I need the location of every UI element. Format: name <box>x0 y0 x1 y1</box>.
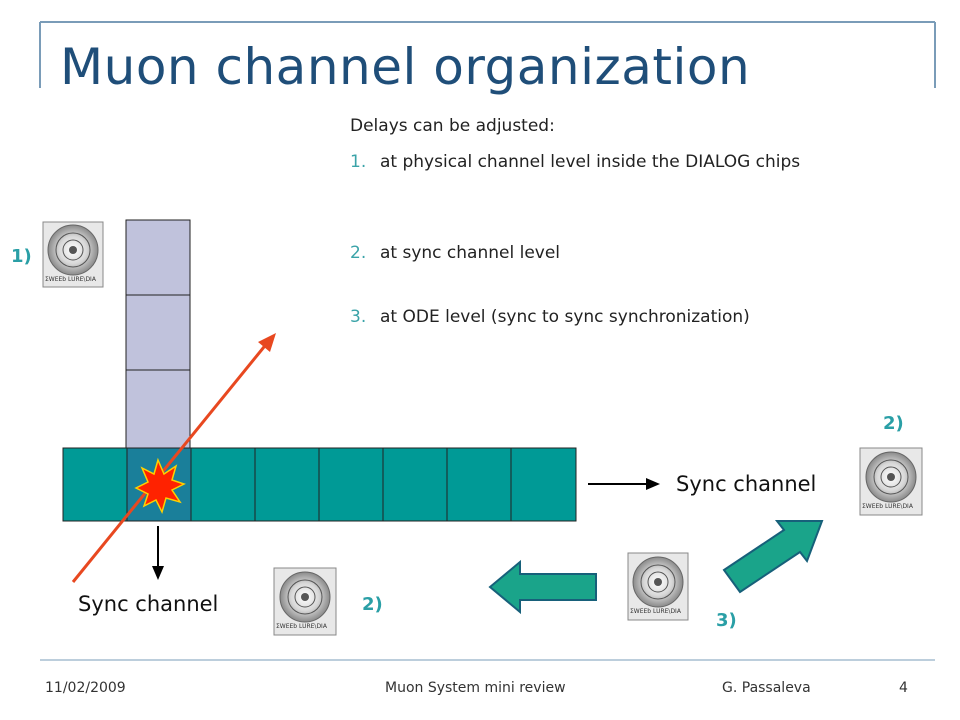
column-cell <box>125 294 191 371</box>
label-two-bottom: 2) <box>362 594 383 615</box>
row-cell <box>62 447 128 522</box>
chip-center <box>301 593 309 601</box>
chip-caption: ΣWEEb LURE\DIA <box>862 503 913 510</box>
chip-center <box>887 473 895 481</box>
chip-caption: ΣWEEb LURE\DIA <box>630 608 681 615</box>
column-cell <box>125 219 191 296</box>
row-cell <box>510 447 577 522</box>
delay-chip-icon <box>42 221 104 288</box>
row-cell <box>382 447 448 522</box>
chip-ring <box>55 232 91 268</box>
ode-left-arrow-icon <box>488 559 597 615</box>
physical-channel-column <box>125 219 191 449</box>
list-number: 3. <box>350 307 367 327</box>
column-cell <box>125 369 191 449</box>
delay-chip-icon <box>273 567 337 636</box>
delay-chip-icon <box>859 447 923 516</box>
chip-ring <box>640 564 676 600</box>
muon-track <box>71 341 270 583</box>
hit-burst-icon <box>134 457 186 515</box>
list-number: 1. <box>350 152 367 172</box>
row-cell <box>190 447 256 522</box>
chip-ring <box>647 571 669 593</box>
muon-track-arrowhead <box>258 333 276 352</box>
slide-title: Muon channel organization <box>60 38 751 96</box>
footer-author: G. Passaleva <box>722 680 811 696</box>
list-text: at ODE level (sync to sync synchronizati… <box>380 307 750 327</box>
chip-center <box>654 578 662 586</box>
sync-channel-bottom-label: Sync channel <box>78 592 219 616</box>
footer-page-number: 4 <box>899 680 908 696</box>
label-three: 3) <box>716 610 737 631</box>
footer-date: 11/02/2009 <box>45 680 126 696</box>
chip-ring <box>294 586 316 608</box>
chip-ring <box>287 579 323 615</box>
list-text: at physical channel level inside the DIA… <box>380 152 801 172</box>
intro-text: Delays can be adjusted: <box>350 116 555 136</box>
chip-caption: ΣWEEb LURE\DIA <box>276 623 327 630</box>
chip-ring <box>880 466 902 488</box>
list-text: at sync channel level <box>380 243 561 263</box>
chip-caption: ΣWEEb LURE\DIA <box>45 276 96 283</box>
chip-ring <box>873 459 909 495</box>
delay-chip-icon <box>627 552 689 621</box>
list-number: 2. <box>350 243 367 263</box>
row-cell <box>318 447 384 522</box>
label-two-right: 2) <box>883 413 904 434</box>
right-output-arrowhead <box>646 478 660 490</box>
row-cell <box>446 447 512 522</box>
down-output-arrowhead <box>152 566 164 580</box>
sync-channel-right-label: Sync channel <box>676 472 817 496</box>
footer-title: Muon System mini review <box>385 680 566 696</box>
row-cell <box>254 447 320 522</box>
chip-ring <box>62 239 84 261</box>
label-one: 1) <box>11 246 32 267</box>
ode-upright-arrow-icon <box>722 520 824 594</box>
chip-center <box>69 246 77 254</box>
